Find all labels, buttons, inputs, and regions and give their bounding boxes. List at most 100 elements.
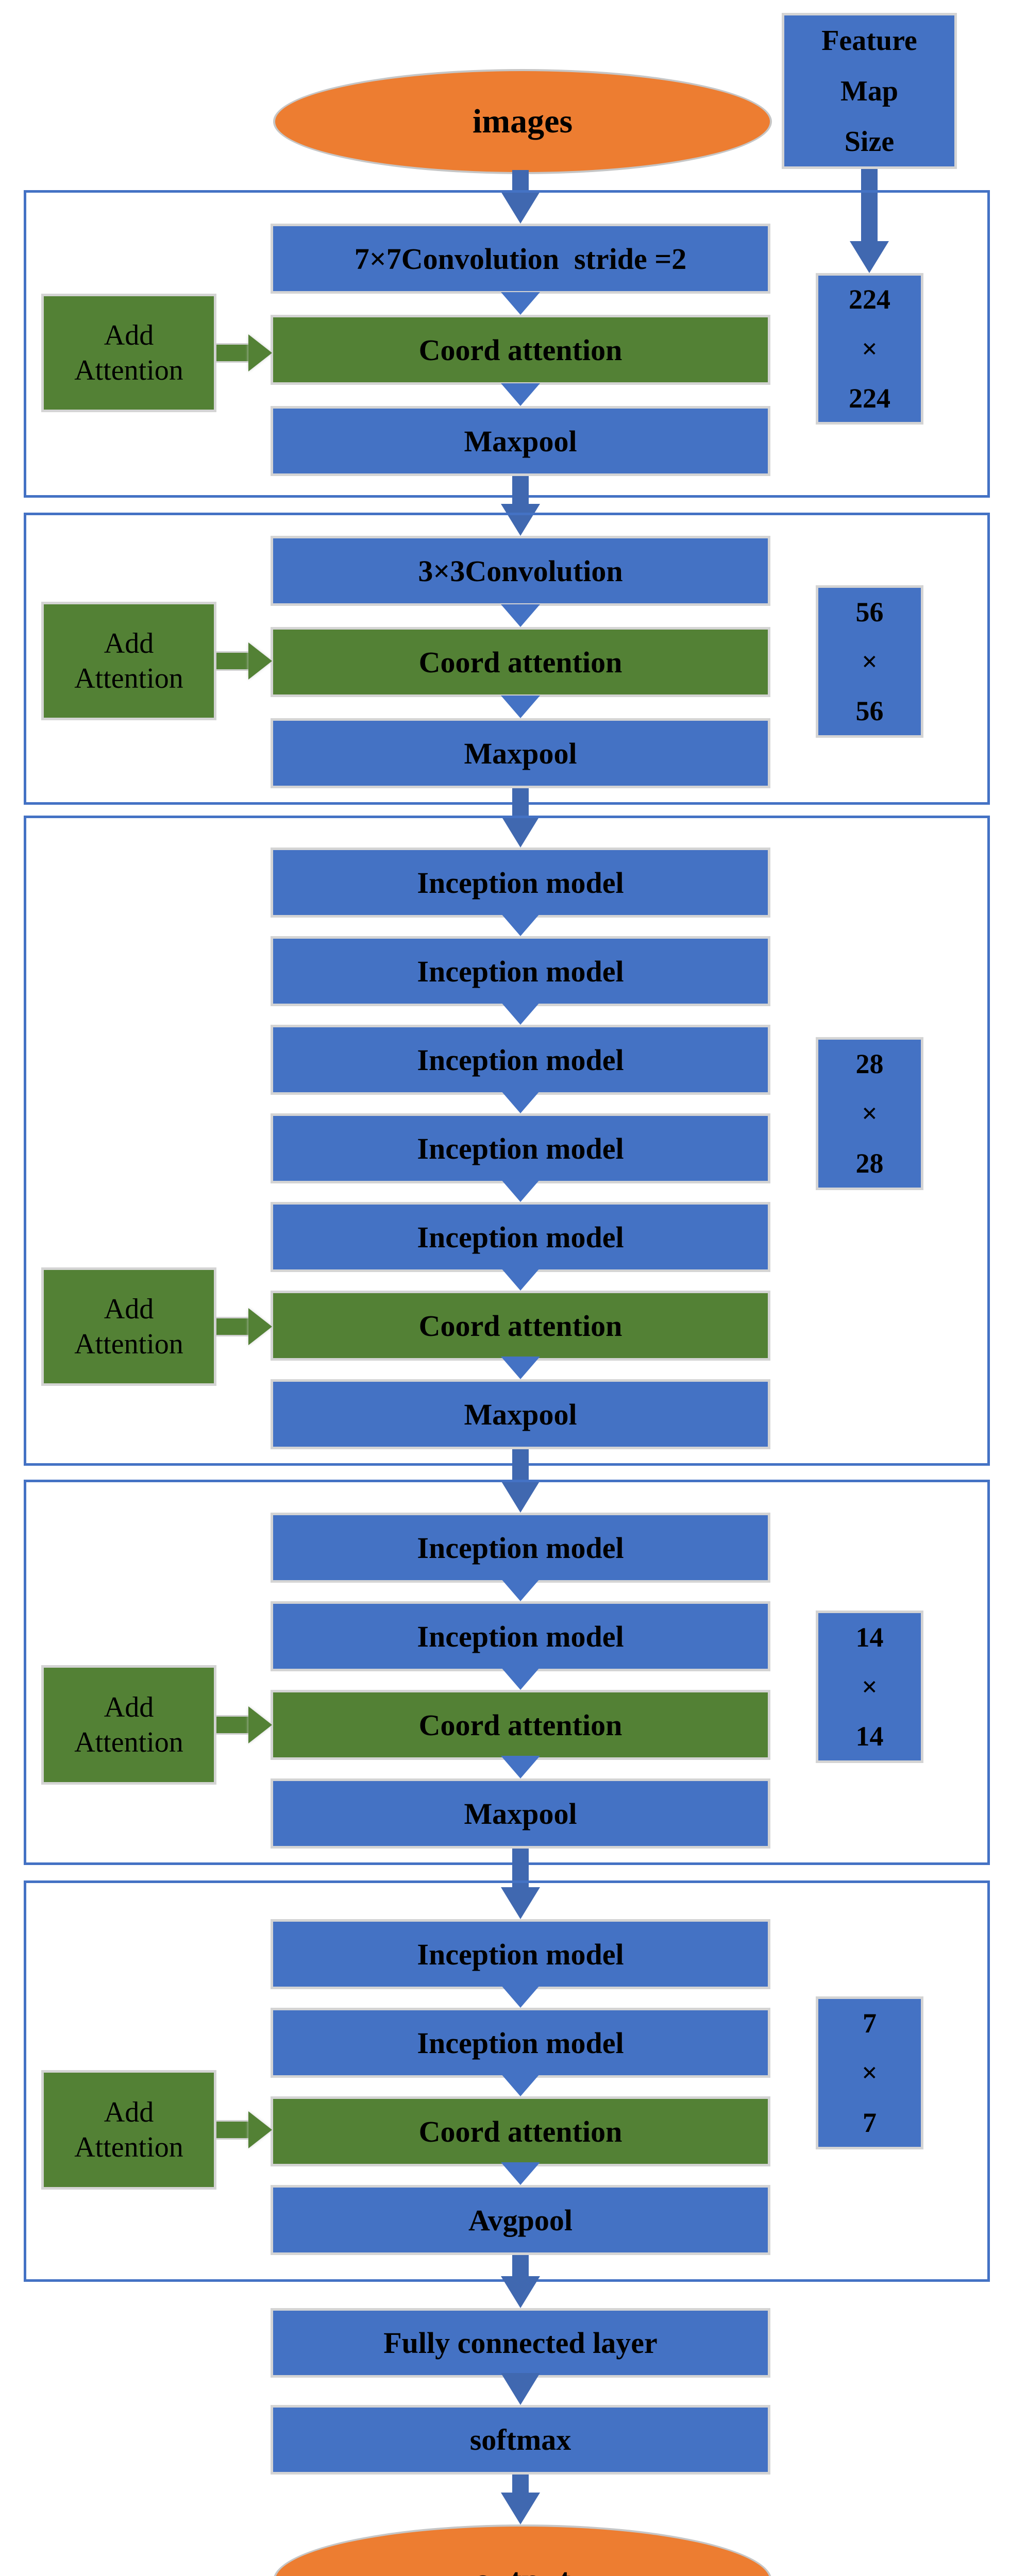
layer-label: Coord attention [418, 333, 622, 367]
down-arrow-stage1-to-stage2 [501, 476, 540, 536]
layer-box-inception-5-1: Inception model [271, 1919, 770, 1989]
size-line: 28 [855, 1147, 884, 1179]
feature-header-line: Feature [821, 24, 917, 57]
layer-box-avgpool: Avgpool [271, 2185, 770, 2255]
feature-header-line: Map [840, 75, 898, 107]
layer-label: Inception model [417, 1043, 624, 1077]
layer-box-inception-4-2: Inception model [271, 1601, 770, 1671]
layer-box-coord-attention-2: Coord attention [271, 627, 770, 697]
layer-label: Inception model [417, 954, 624, 988]
layer-label: Coord attention [418, 645, 622, 679]
down-arrow-feature-map [850, 169, 889, 273]
add-attention-box-1: Add Attention [41, 294, 216, 412]
size-line: 7 [863, 2008, 877, 2039]
green-arrow-3 [216, 1308, 272, 1345]
feature-size-7: 7 × 7 [816, 1996, 923, 2149]
down-arrow-stage5-to-fc [501, 2255, 540, 2308]
connector-triangle [501, 1091, 540, 1113]
size-line: 7 [863, 2107, 877, 2138]
connector-triangle [501, 696, 540, 718]
arrow-head [501, 816, 540, 848]
size-line: 224 [849, 383, 890, 414]
layer-label: Inception model [417, 1619, 624, 1653]
add-attention-box-3: Add Attention [41, 1267, 216, 1386]
connector-triangle [501, 383, 540, 406]
arrow-head [248, 642, 272, 680]
down-arrow-images-to-stage1 [501, 170, 540, 224]
layer-label: Inception model [417, 1131, 624, 1165]
layer-box-inception-4-1: Inception model [271, 1513, 770, 1583]
layer-label: Avgpool [468, 2203, 573, 2237]
add-attention-box-5: Add Attention [41, 2070, 216, 2190]
arrow-head [248, 2111, 272, 2148]
feature-size-224: 224 × 224 [816, 273, 923, 425]
stage-4-frame [24, 1480, 990, 1865]
arrow-head [501, 192, 540, 224]
layer-box-maxpool-3: Maxpool [271, 1379, 770, 1449]
layer-label: Maxpool [464, 424, 577, 458]
layer-label: Maxpool [464, 1797, 577, 1831]
connector-triangle [501, 2074, 540, 2096]
size-line: × [862, 1098, 878, 1129]
add-attention-label: Add Attention [74, 319, 183, 386]
feature-size-28: 28 × 28 [816, 1037, 923, 1190]
arrow-stem [216, 1717, 249, 1733]
layer-label: Coord attention [418, 1309, 622, 1343]
connector-triangle [501, 1002, 540, 1025]
feature-map-size-header: Feature Map Size [782, 13, 957, 169]
layer-label: Inception model [417, 866, 624, 900]
arrow-head [248, 334, 272, 371]
layer-box-coord-attention-5: Coord attention [271, 2096, 770, 2166]
add-attention-label: Add Attention [74, 1293, 183, 1360]
connector-triangle [501, 1579, 540, 1601]
layer-label: Coord attention [418, 2114, 622, 2148]
layer-label: 3×3Convolution [418, 554, 623, 588]
connector-triangle [501, 1756, 540, 1778]
green-arrow-4 [216, 1706, 272, 1743]
layer-label: Maxpool [464, 736, 577, 770]
arrow-stem [512, 788, 529, 816]
layer-box-maxpool-2: Maxpool [271, 718, 770, 788]
layer-box-inception-3-5: Inception model [271, 1202, 770, 1272]
add-attention-label: Add Attention [74, 1691, 183, 1758]
arrow-stem [512, 170, 529, 192]
arrow-head [501, 504, 540, 536]
connector-triangle [501, 1985, 540, 2008]
layer-label: Maxpool [464, 1397, 577, 1431]
down-arrow-stage4-to-stage5 [501, 1849, 540, 1919]
arrow-head [850, 241, 889, 273]
layer-box-coord-attention-1: Coord attention [271, 315, 770, 385]
size-line: 56 [855, 696, 884, 727]
connector-triangle [501, 1667, 540, 1690]
layer-box-maxpool-4: Maxpool [271, 1778, 770, 1849]
connector-triangle [501, 1179, 540, 1202]
layer-label: Inception model [417, 1531, 624, 1565]
arrow-stem [861, 169, 878, 241]
softmax-box: softmax [271, 2405, 770, 2475]
arrow-stem [216, 653, 249, 669]
connector-triangle [501, 1268, 540, 1291]
green-arrow-1 [216, 334, 272, 371]
down-arrow-fc-to-softmax [501, 2373, 540, 2405]
arrow-head [248, 1308, 272, 1345]
connector-triangle [501, 2162, 540, 2185]
size-line: 14 [855, 1721, 884, 1752]
layer-box-inception-3-4: Inception model [271, 1113, 770, 1183]
size-line: 14 [855, 1621, 884, 1653]
green-arrow-5 [216, 2111, 272, 2148]
arrow-stem [512, 2475, 529, 2493]
feature-header-line: Size [844, 125, 895, 158]
arrow-head [248, 1706, 272, 1743]
down-arrow-stage3-to-stage4 [501, 1449, 540, 1513]
feature-size-56: 56 × 56 [816, 585, 923, 738]
add-attention-label: Add Attention [74, 627, 183, 694]
size-line: 224 [849, 283, 890, 315]
layer-box-conv3x3: 3×3Convolution [271, 536, 770, 606]
arrow-stem [216, 1318, 249, 1335]
layer-box-maxpool-1: Maxpool [271, 406, 770, 476]
layer-label: Fully connected layer [383, 2326, 658, 2360]
down-arrow-stage2-to-stage3 [501, 788, 540, 848]
size-line: 56 [855, 596, 884, 628]
arrow-stem [512, 476, 529, 504]
